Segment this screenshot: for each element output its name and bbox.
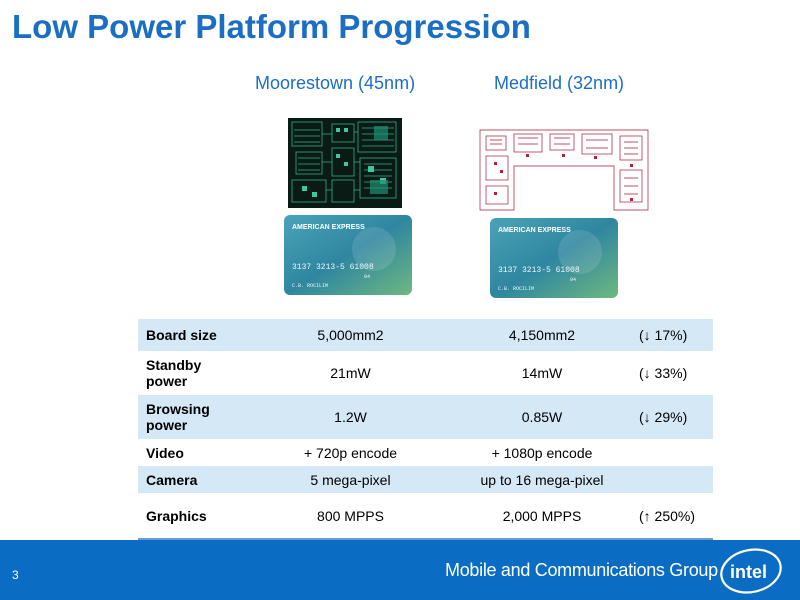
comparison-table: Board size 5,000mm2 4,150mm2 (↓ 17%) Sta… [138,319,713,540]
medfield-value: 4,150mm2 [453,319,631,351]
table-row: Standby power 21mW 14mW (↓ 33%) [138,351,713,395]
change-value [631,439,713,466]
medfield-value: + 1080p encode [491,444,593,461]
slide-title: Low Power Platform Progression [12,8,531,45]
credit-card-image-medfield: AMERICAN EXPRESS 3137 3213-5 61008 04 C.… [490,218,618,298]
change-value [631,466,713,493]
page-number: 3 [12,568,19,582]
moorestown-value: 800 MPPS [317,507,384,524]
change-value: (↓ 29%) [631,395,713,439]
moorestown-value: 5,000mm2 [248,319,453,351]
card-number: 3137 3213-5 61008 [292,263,374,272]
row-label: Board size [138,319,248,351]
card-brand: AMERICAN EXPRESS [292,224,365,231]
row-label: Camera [138,466,248,493]
card-holder: C.B. ROCILIM [292,283,328,289]
medfield-value: up to 16 mega-pixel [453,466,631,493]
moorestown-board-image [288,118,402,208]
medfield-value: 2,000 MPPS [502,507,582,524]
table-row: Board size 5,000mm2 4,150mm2 (↓ 17%) [138,319,713,351]
logo-text: intel [730,562,767,582]
moorestown-value: 5 mega-pixel [248,466,453,493]
row-label: Graphics [146,507,207,524]
group-name: Mobile and Communications Group [445,560,718,580]
card-number: 3137 3213-5 61008 [498,266,580,275]
medfield-value: 14mW [521,365,563,381]
row-label: Browsing power [138,395,248,439]
credit-card-image-moorestown: AMERICAN EXPRESS 3137 3213-5 61008 04 C.… [284,215,412,295]
moorestown-heading: Moorestown (45nm) [255,73,416,93]
card-holder: C.B. ROCILIM [498,286,534,292]
row-label: Standby power [146,357,202,389]
table-row: Video + 720p encode + 1080p encode [138,439,713,466]
footer-bar: 3 Mobile and Communications Group intel [0,540,800,600]
change-value: (↓ 17%) [631,319,713,351]
moorestown-value: 21mW [330,365,371,381]
row-label: Video [146,444,184,461]
card-brand: AMERICAN EXPRESS [498,227,571,234]
medfield-value: 0.85W [453,395,631,439]
medfield-board-image [474,126,654,214]
table-row: Browsing power 1.2W 0.85W (↓ 29%) [138,395,713,439]
moorestown-value: 1.2W [248,395,453,439]
table-row: Graphics 800 MPPS 2,000 MPPS (↑ 250%) [138,493,713,539]
change-value: (↑ 250%) [639,507,696,524]
card-suffix: 04 [570,277,576,283]
medfield-heading: Medfield (32nm) [494,73,625,93]
moorestown-value: + 720p encode [303,444,398,461]
table-row: Camera 5 mega-pixel up to 16 mega-pixel [138,466,713,493]
card-suffix: 04 [364,274,370,280]
change-value: (↓ 33%) [639,365,688,381]
intel-logo-icon: intel [720,548,782,594]
